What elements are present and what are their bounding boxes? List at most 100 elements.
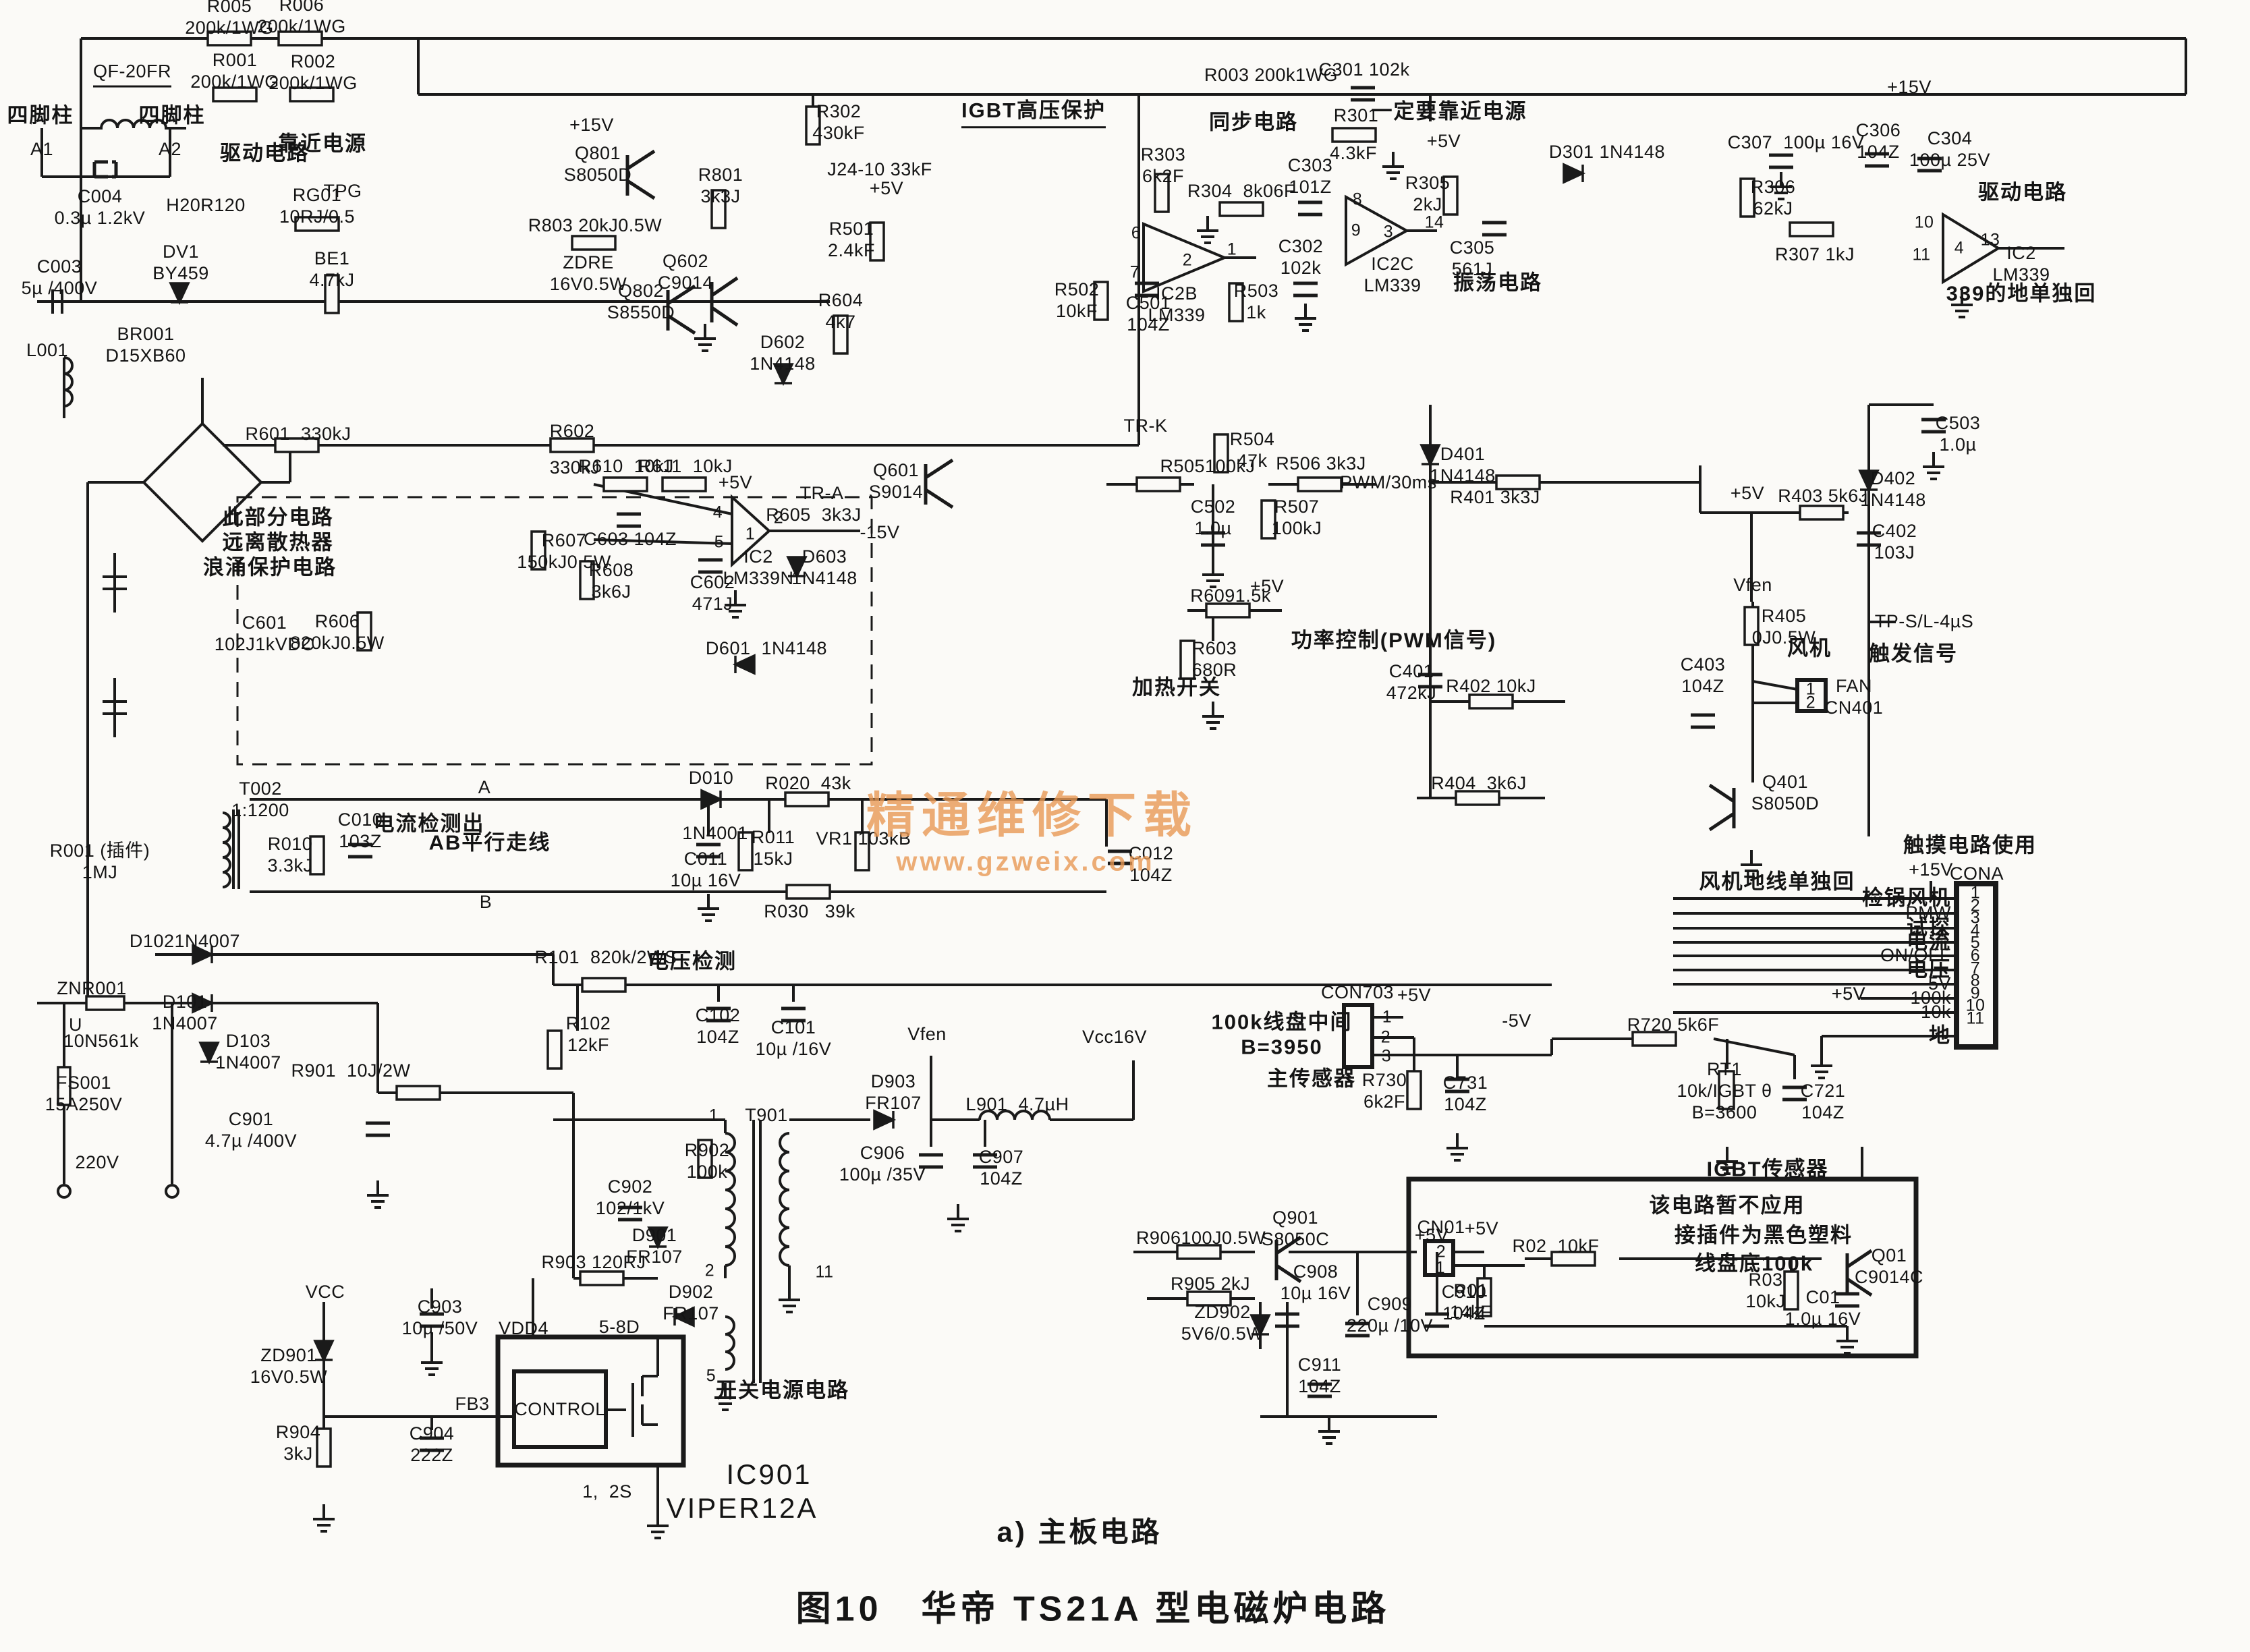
label-c401: C401 472kJ <box>1386 661 1437 703</box>
label-didandu: 339的地单独回 <box>1946 281 2097 306</box>
label-fb3: FB3 <box>455 1394 490 1415</box>
label-c01: C01 1.0µ 16V <box>1784 1287 1861 1329</box>
label-pwm30: PWM/30ms <box>1340 472 1437 493</box>
label-c502: C502 1.0µ <box>1190 496 1236 538</box>
label-r504: R504 47k <box>1229 429 1275 471</box>
label-c307: C307 100µ 16V <box>1727 132 1865 153</box>
label-pin6: 6 <box>1131 223 1142 243</box>
label-r001b: R001 (插件) 1MJ <box>49 841 150 882</box>
cona-signal-8: 10k <box>1920 1002 1951 1023</box>
label-r801: R801 3k3J <box>698 165 743 206</box>
label-zd902: ZD902 5V6/0.5W <box>1181 1302 1264 1344</box>
label-r401: R401 3k3J <box>1450 487 1540 508</box>
label-tongbu: 同步电路 <box>1209 110 1298 134</box>
label-c402: C402 103J <box>1872 521 1917 563</box>
label-yiding: 一定要靠近电源 <box>1371 99 1527 123</box>
cona-pin-3: 3 <box>1970 908 1981 928</box>
label-vcc16: Vcc16V <box>1081 1027 1148 1048</box>
label-p5v_a: +5V <box>869 178 904 199</box>
label-m15v: -15V <box>860 522 900 543</box>
label-pin8: 8 <box>1352 190 1363 209</box>
label-jiecha: 接插件为黑色塑料 <box>1675 1223 1853 1247</box>
label-r501: R501 2.4kF <box>827 219 876 260</box>
label-p5v_g: +5V <box>1397 985 1432 1006</box>
cona-aux-supply: +5V <box>1831 984 1866 1004</box>
label-p5v_e: +5V <box>1730 483 1765 504</box>
label-rt1: RT1 10k/IGBT θ B=3600 <box>1677 1059 1772 1122</box>
label-igbt_prot: IGBT高压保护 <box>961 98 1106 128</box>
label-c010: C010 103Z <box>337 809 383 851</box>
label-r901: R901 10J/2W <box>291 1060 411 1081</box>
label-c403: C403 104Z <box>1680 654 1726 696</box>
cona-signal-1: PMW <box>1905 903 1951 923</box>
label-znr001v: 10N561k <box>63 1031 139 1052</box>
label-r005: R005 200k/1WG <box>185 0 274 38</box>
label-c102: C102 104Z <box>695 1005 741 1047</box>
label-d58: 5-8D <box>598 1317 640 1338</box>
label-l901: L901 4.7µH <box>965 1094 1069 1115</box>
label-r606: R606 820kJ0.5W <box>290 611 385 653</box>
label-r906: R906100J0.5W <box>1135 1228 1266 1249</box>
caption-sub: a) 主板电路 <box>996 1516 1162 1548</box>
label-pin13: 13 <box>1980 230 2000 250</box>
label-c903: C903 10µ /50V <box>401 1297 478 1338</box>
label-gonglv: 功率控制(PWM信号) <box>1291 628 1497 652</box>
label-ic2r: IC2 LM339 <box>1992 243 2050 285</box>
label-c011: C011 10µ 16V <box>670 849 741 890</box>
label-chufa: 触发信号 <box>1869 642 1958 666</box>
label-pin4t: 4 <box>1954 238 1965 258</box>
label-r002: R002 200k/1WG <box>269 51 358 93</box>
label-q802: Q802 S8550D <box>607 281 675 322</box>
label-p5v_f: +5V <box>1414 1225 1449 1246</box>
label-c908: C908 10µ 16V <box>1280 1261 1351 1303</box>
label-d601: D601 1N4148 <box>705 638 828 659</box>
label-sjz2: 四脚柱 <box>138 103 206 127</box>
label-c910: C910 104Z <box>1441 1282 1487 1323</box>
label-pin4a: 4 <box>712 503 723 522</box>
label-r502: R502 10kF <box>1054 279 1100 321</box>
label-r610: R610 10kJ <box>578 456 674 477</box>
cona-pin-6: 6 <box>1970 946 1981 965</box>
label-pin3c: 3 <box>1383 222 1394 241</box>
label-r302: R302 430kF <box>812 101 865 143</box>
label-xiandi: 线盘底100k <box>1695 1251 1813 1276</box>
label-sjz1: 四脚柱 <box>7 103 74 127</box>
label-control: CONTROL <box>514 1399 606 1420</box>
cona-signal-2: 试探 <box>1907 915 1951 940</box>
label-d902: D902 FR107 <box>663 1282 719 1323</box>
label-p15v_a: +15V <box>569 115 614 136</box>
label-zdre: ZDRE 16V0.5W <box>549 252 627 294</box>
label-r601: R601 330kJ <box>245 424 351 445</box>
label-qudong2: 驱动电路 <box>1978 180 2067 204</box>
label-igbt_s: IGBT传感器 <box>1706 1157 1829 1181</box>
label-fanp1: 1 <box>1805 679 1816 699</box>
label-r101: R101 820k/2WS <box>534 947 677 968</box>
label-d101: D101 1N4007 <box>152 992 218 1033</box>
label-c602: C602 471J <box>690 572 735 614</box>
label-zhendang: 振荡电路 <box>1453 270 1542 295</box>
label-vcc: VCC <box>305 1282 345 1303</box>
label-rg01: RG01 10RJ/0.5 <box>279 185 356 227</box>
label-a1: A1 <box>30 139 54 160</box>
cona-pin-4: 4 <box>1970 921 1981 940</box>
label-cnp2: 2 <box>1436 1242 1446 1261</box>
label-xianpan: 100k线盘中间 B=3950 <box>1211 1010 1353 1058</box>
label-d603: D603 1N4148 <box>791 546 857 588</box>
label-d010: D010 <box>688 768 734 789</box>
cona-pin-2: 2 <box>1970 895 1981 915</box>
label-znr001: ZNR001 <box>57 978 127 999</box>
label-cp3: 3 <box>1381 1046 1392 1066</box>
cona-pin-7: 7 <box>1970 958 1981 977</box>
label-r602: R602 <box>549 421 595 442</box>
label-r405: R405 0J0.5W <box>1751 606 1816 648</box>
label-c305: C305 561J <box>1449 237 1495 279</box>
cona-pin-1: 1 <box>1970 883 1981 903</box>
label-r902: R902 100k <box>684 1140 730 1182</box>
label-vfen1: Vfen <box>1733 575 1772 596</box>
label-c302: C302 102k <box>1278 236 1324 278</box>
label-c911: C911 104Z <box>1297 1355 1342 1396</box>
cona-name: CONA <box>1949 863 2004 884</box>
label-r301v: 4.3kF <box>1329 143 1378 164</box>
label-p5v_cona: +5V <box>1831 984 1866 1004</box>
label-r905: R905 2kJ <box>1170 1274 1251 1294</box>
